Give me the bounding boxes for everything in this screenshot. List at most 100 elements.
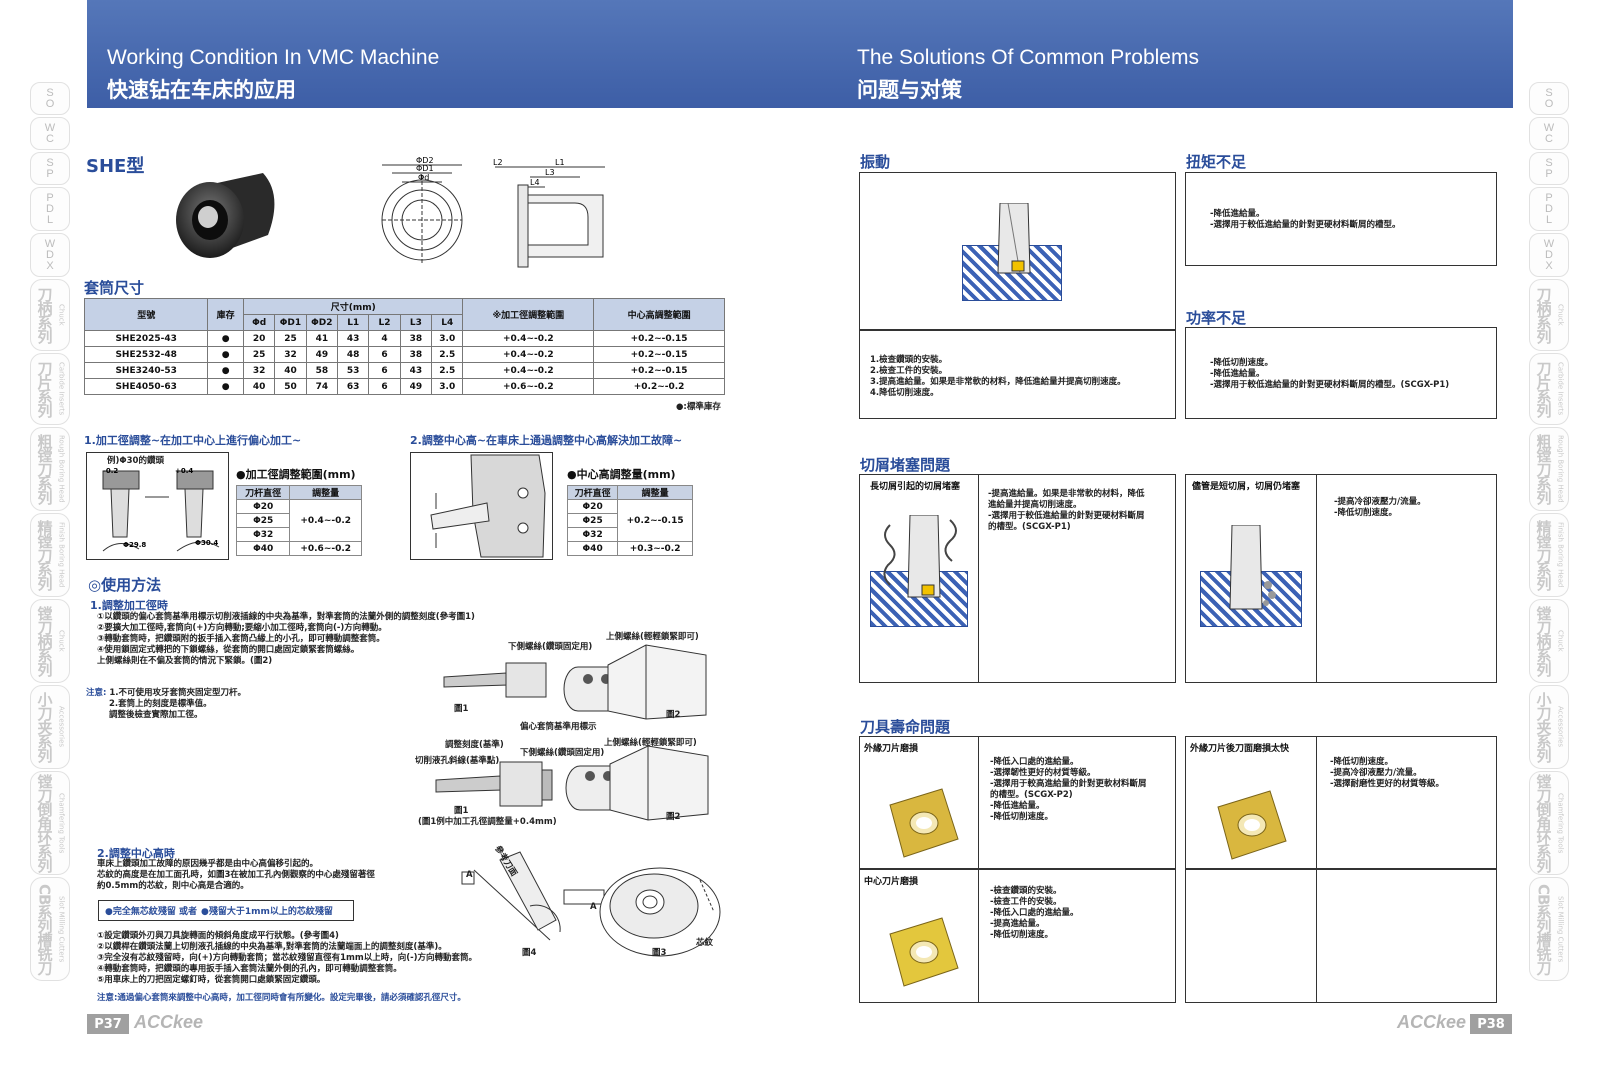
usage1-note: 注意: 1.不可使用攻牙套筒夾固定型刀杆。 2.套筒上的刻度是標準值。 調整後檢… bbox=[86, 688, 246, 721]
divider bbox=[1316, 737, 1317, 868]
chip-b-line: -降低切削速度。 bbox=[1334, 508, 1398, 518]
cell-center: +0.2~-0.15 bbox=[593, 346, 725, 363]
cell-size: 74 bbox=[305, 378, 339, 395]
side-tab-label-en: Slot Milling Cutters bbox=[1556, 895, 1565, 963]
cell-stock: ● bbox=[207, 346, 244, 363]
col-size: 尺寸(mm) bbox=[242, 298, 464, 315]
side-tab-letter: W bbox=[1543, 237, 1555, 250]
vibration-title: 振動 bbox=[860, 153, 891, 171]
usage2-line: 芯紋的高度是在加工面孔時，如圖3在被加工孔內側觀察的中心處殘留著徑 bbox=[97, 870, 375, 880]
side-tab-label-en: Chuck bbox=[57, 630, 66, 652]
center-dia: Φ25 bbox=[566, 513, 619, 528]
divider bbox=[978, 870, 979, 1002]
fig4-label: 圖4 bbox=[522, 948, 537, 958]
fig-minus: -0.2 bbox=[103, 467, 118, 475]
usage1-line: ①以鑽頭的偏心套筒基準用標示切削液插線的中央為基準，對準套筒的法蘭外側的調整刻度… bbox=[97, 612, 475, 622]
outer-wear-line: -選擇用于較高進給量的針對更軟材料斷屑 bbox=[990, 779, 1147, 789]
col-size-sub: ΦD1 bbox=[274, 314, 307, 331]
cell-model: SHE3240-53 bbox=[83, 362, 209, 379]
core-box-b: ●殘留大于1mm以上的芯紋殘留 bbox=[201, 907, 333, 917]
outer-fast-line: -降低切削速度。 bbox=[1330, 757, 1394, 767]
outer-insert-icon bbox=[889, 788, 959, 858]
drill-example-figure: 例)Φ30的鑽頭 Φ29.8 Φ30.4 +0.4 -0.2 bbox=[86, 452, 229, 560]
side-tab-letter: O bbox=[45, 97, 55, 110]
cell-size: 41 bbox=[305, 330, 339, 347]
cell-size: 38 bbox=[399, 330, 433, 347]
outer-fast-text: -降低切削速度。 -提高冷卻液壓力/流量。 -選擇耐磨性更好的材質等級。 bbox=[1330, 757, 1444, 790]
divider bbox=[978, 737, 979, 868]
side-tab-label: 小刀夹系列 bbox=[1534, 692, 1553, 762]
center-wear-line: -檢查鑽頭的安裝。 bbox=[990, 886, 1062, 896]
usage1-title: 1.調整加工徑時 bbox=[90, 599, 168, 612]
right-brand-logo: ACCkee bbox=[1397, 1012, 1467, 1032]
usage1-line: 上側螺絲則在不偏及套筒的情況下緊鎖。(圖2) bbox=[97, 656, 273, 666]
center-wear-line: -檢查工件的安裝。 bbox=[990, 897, 1062, 907]
vibration-text: 1.檢查鑽頭的安裝。 2.檢查工件的安裝。 3.提高進給量。如果是非常軟的材料，… bbox=[860, 331, 1175, 399]
cell-size: 6 bbox=[368, 362, 401, 379]
dim-d1: ΦD1 bbox=[416, 164, 434, 173]
sleeve-size-title: 套筒尺寸 bbox=[84, 279, 145, 297]
center-wear-line: -降低切削速度。 bbox=[990, 930, 1054, 940]
center-wear-label: 中心刀片磨損 bbox=[864, 877, 919, 887]
vibration-line: 2.檢查工件的安裝。 bbox=[870, 366, 948, 376]
example-label: 例)Φ30的鑽頭 bbox=[107, 456, 164, 466]
center-table: 刀杆直徑 調整量 Φ20+0.2~-0.15 Φ25 Φ32 Φ40+0.3~-… bbox=[566, 485, 693, 556]
dim-l4: L4 bbox=[530, 178, 540, 187]
center-table-title: ●中心高調整量(mm) bbox=[567, 468, 676, 481]
note-label: 注意: bbox=[86, 688, 107, 698]
core-box-a: ●完全無芯紋殘留 或者 bbox=[105, 907, 197, 917]
side-tab-label: 镗刀倒角环系列 bbox=[1534, 774, 1553, 872]
power-line: -降低進給量。 bbox=[1210, 369, 1265, 379]
col-model: 型號 bbox=[83, 298, 209, 331]
side-tab-letter: P bbox=[46, 167, 54, 180]
usage2-line: 車床上鑽頭加工故障的原因幾乎都是由中心高偏移引起的。 bbox=[97, 859, 319, 869]
divider bbox=[978, 475, 979, 682]
fig3-label: 圖3 bbox=[652, 948, 667, 958]
cell-center: +0.2~-0.2 bbox=[593, 378, 725, 395]
cell-stock: ● bbox=[207, 330, 244, 347]
cell-size: 49 bbox=[399, 378, 433, 395]
cell-range: +0.6~-0.2 bbox=[462, 378, 595, 395]
side-tab-letter: C bbox=[1545, 132, 1553, 145]
right-header-title: The Solutions Of Common Problems bbox=[857, 46, 1199, 69]
cell-size: 20 bbox=[242, 330, 276, 347]
side-tab-label: 精镗刀系列 bbox=[1534, 520, 1553, 590]
col-size-sub: ΦD2 bbox=[305, 314, 339, 331]
col-size-sub: L4 bbox=[431, 314, 464, 331]
outer-wear-text: -降低入口處的進給量。 -選擇韌性更好的材質等級。 -選擇用于較高進給量的針對更… bbox=[990, 757, 1147, 823]
fig-a-label: A bbox=[466, 870, 473, 880]
left-page-number: P37 bbox=[87, 1014, 129, 1034]
side-tab-letter: S bbox=[46, 86, 54, 99]
lower-screw-label: 下側螺絲(鑽頭固定用) bbox=[508, 642, 593, 652]
dim-d2: ΦD2 bbox=[416, 156, 434, 165]
center-dia: Φ40 bbox=[566, 541, 619, 556]
power-line: -降低切削速度。 bbox=[1210, 358, 1274, 368]
